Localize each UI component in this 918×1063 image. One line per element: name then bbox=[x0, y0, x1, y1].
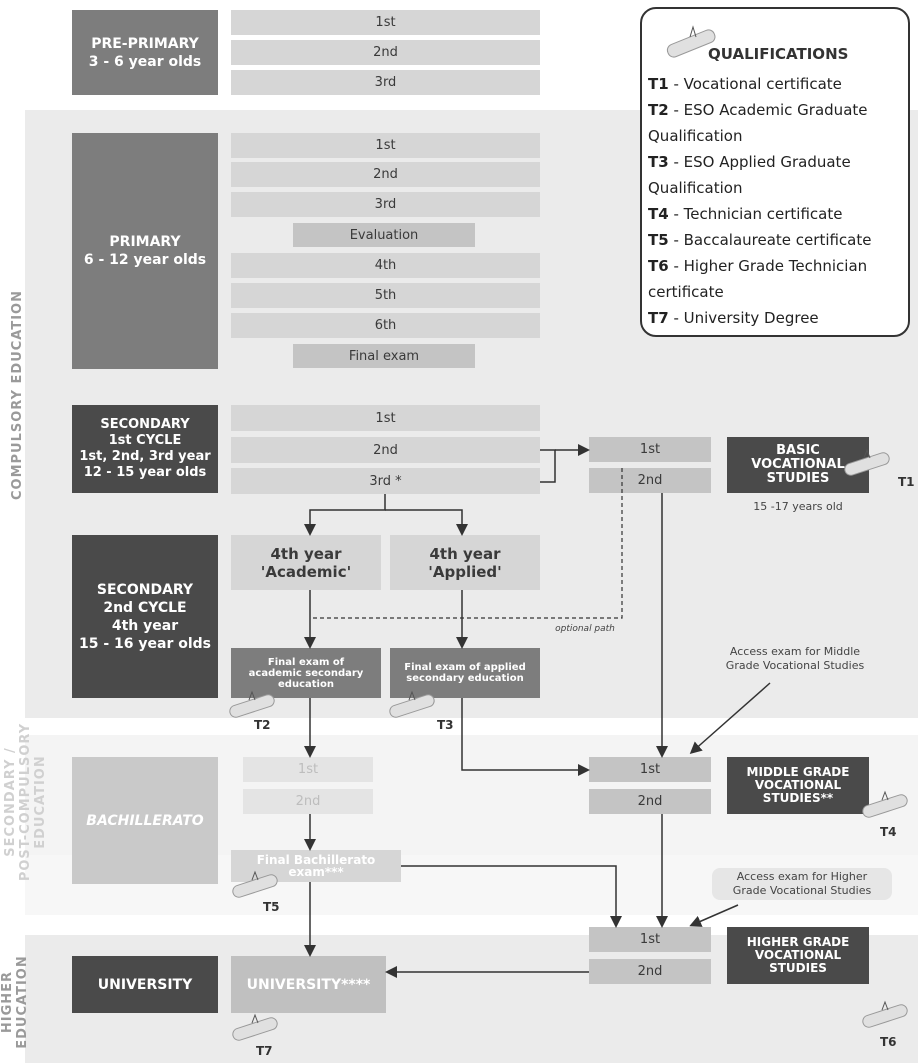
legend-text: Higher Grade Technician certificate bbox=[648, 257, 868, 301]
diploma-icon-t4 bbox=[862, 790, 908, 818]
bachillerato-final-exam: Final Bachillerato exam*** bbox=[231, 850, 401, 882]
legend-row-t1: T1 - Vocational certificate bbox=[648, 75, 842, 93]
diploma-icon-t7 bbox=[232, 1013, 278, 1041]
primary-year-1: 1st bbox=[231, 133, 540, 158]
legend-code: T7 bbox=[648, 309, 669, 327]
legend-row-t4: T4 - Technician certificate bbox=[648, 205, 843, 223]
university-stage: UNIVERSITY bbox=[72, 956, 218, 1013]
middle-vocational-title: MIDDLE GRADE VOCATIONAL STUDIES** bbox=[727, 757, 869, 814]
legend-row-t6: T6 - Higher Grade Technician certificate bbox=[648, 257, 868, 301]
fourth-year-academic: 4th year 'Academic' bbox=[231, 535, 381, 590]
access-exam-middle-note: Access exam for Middle Grade Vocational … bbox=[725, 645, 865, 672]
qualification-t3: T3 bbox=[437, 718, 454, 732]
qualification-t5: T5 bbox=[263, 900, 280, 914]
primary-year-5: 5th bbox=[231, 283, 540, 308]
legend-code: T4 bbox=[648, 205, 669, 223]
bachillerato-stage: BACHILLERATO bbox=[72, 757, 218, 884]
legend-text: Vocational certificate bbox=[683, 75, 842, 93]
diploma-icon-t2 bbox=[229, 690, 275, 718]
legend-text: Technician certificate bbox=[683, 205, 843, 223]
bachillerato-year-1: 1st bbox=[243, 757, 373, 782]
legend-text: ESO Academic Graduate Qualification bbox=[648, 101, 868, 145]
qualification-t7: T7 bbox=[256, 1044, 273, 1058]
secondary1-year-2: 2nd bbox=[231, 437, 540, 463]
middle-vocational-year-1: 1st bbox=[589, 757, 711, 782]
fourth-year-applied: 4th year 'Applied' bbox=[390, 535, 540, 590]
higher-vocational-title: HIGHER GRADE VOCATIONAL STUDIES bbox=[727, 927, 869, 984]
pre-primary-year-3: 3rd bbox=[231, 70, 540, 95]
legend-code: T5 bbox=[648, 231, 669, 249]
bachillerato-year-2: 2nd bbox=[243, 789, 373, 814]
primary-stage: PRIMARY 6 - 12 year olds bbox=[72, 133, 218, 369]
qualification-t1: T1 bbox=[898, 475, 915, 489]
primary-evaluation: Evaluation bbox=[293, 223, 475, 247]
final-exam-applied: Final exam of applied secondary educatio… bbox=[390, 648, 540, 698]
legend-code: T3 bbox=[648, 153, 669, 171]
pre-primary-stage: PRE-PRIMARY 3 - 6 year olds bbox=[72, 10, 218, 95]
legend-code: T1 bbox=[648, 75, 669, 93]
middle-vocational-year-2: 2nd bbox=[589, 789, 711, 814]
basic-vocational-title: BASIC VOCATIONAL STUDIES bbox=[727, 437, 869, 493]
pre-primary-year-2: 2nd bbox=[231, 40, 540, 65]
qualifications-legend: QUALIFICATIONS T1 - Vocational certifica… bbox=[640, 7, 910, 337]
legend-code: T6 bbox=[648, 257, 669, 275]
optional-path-note: optional path bbox=[555, 624, 615, 634]
secondary1-year-3: 3rd * bbox=[231, 468, 540, 494]
secondary1-year-1: 1st bbox=[231, 405, 540, 431]
secondary-second-cycle-stage: SECONDARY 2nd CYCLE 4th year 15 - 16 yea… bbox=[72, 535, 218, 698]
access-exam-higher-note: Access exam for Higher Grade Vocational … bbox=[712, 868, 892, 900]
basic-vocational-age: 15 -17 years old bbox=[753, 500, 843, 513]
legend-code: T2 bbox=[648, 101, 669, 119]
primary-year-3: 3rd bbox=[231, 192, 540, 217]
qualification-t2: T2 bbox=[254, 718, 271, 732]
diploma-icon-t5 bbox=[232, 870, 278, 898]
primary-year-2: 2nd bbox=[231, 162, 540, 187]
legend-row-t7: T7 - University Degree bbox=[648, 309, 819, 327]
diploma-icon-t3 bbox=[389, 690, 435, 718]
diploma-icon-legend bbox=[666, 25, 716, 58]
qualifications-title: QUALIFICATIONS bbox=[708, 45, 849, 63]
pre-primary-year-1: 1st bbox=[231, 10, 540, 35]
legend-text: Baccalaureate certificate bbox=[683, 231, 872, 249]
higher-vocational-year-1: 1st bbox=[589, 927, 711, 952]
basic-vocational-year-1: 1st bbox=[589, 437, 711, 462]
university-box: UNIVERSITY**** bbox=[231, 956, 386, 1013]
primary-final-exam: Final exam bbox=[293, 344, 475, 368]
diploma-icon-t1 bbox=[844, 448, 890, 476]
legend-row-t5: T5 - Baccalaureate certificate bbox=[648, 231, 872, 249]
legend-row-t2: T2 - ESO Academic Graduate Qualification bbox=[648, 101, 868, 145]
final-exam-academic: Final exam of academic secondary educati… bbox=[231, 648, 381, 698]
qualification-t6: T6 bbox=[880, 1035, 897, 1049]
primary-year-4: 4th bbox=[231, 253, 540, 278]
legend-text: University Degree bbox=[683, 309, 819, 327]
primary-year-6: 6th bbox=[231, 313, 540, 338]
legend-row-t3: T3 - ESO Applied Graduate Qualification bbox=[648, 153, 851, 197]
diploma-icon-t6 bbox=[862, 1000, 908, 1028]
qualification-t4: T4 bbox=[880, 825, 897, 839]
legend-text: ESO Applied Graduate Qualification bbox=[648, 153, 851, 197]
secondary-first-cycle-stage: SECONDARY 1st CYCLE 1st, 2nd, 3rd year 1… bbox=[72, 405, 218, 493]
higher-vocational-year-2: 2nd bbox=[589, 959, 711, 984]
basic-vocational-year-2: 2nd bbox=[589, 468, 711, 493]
